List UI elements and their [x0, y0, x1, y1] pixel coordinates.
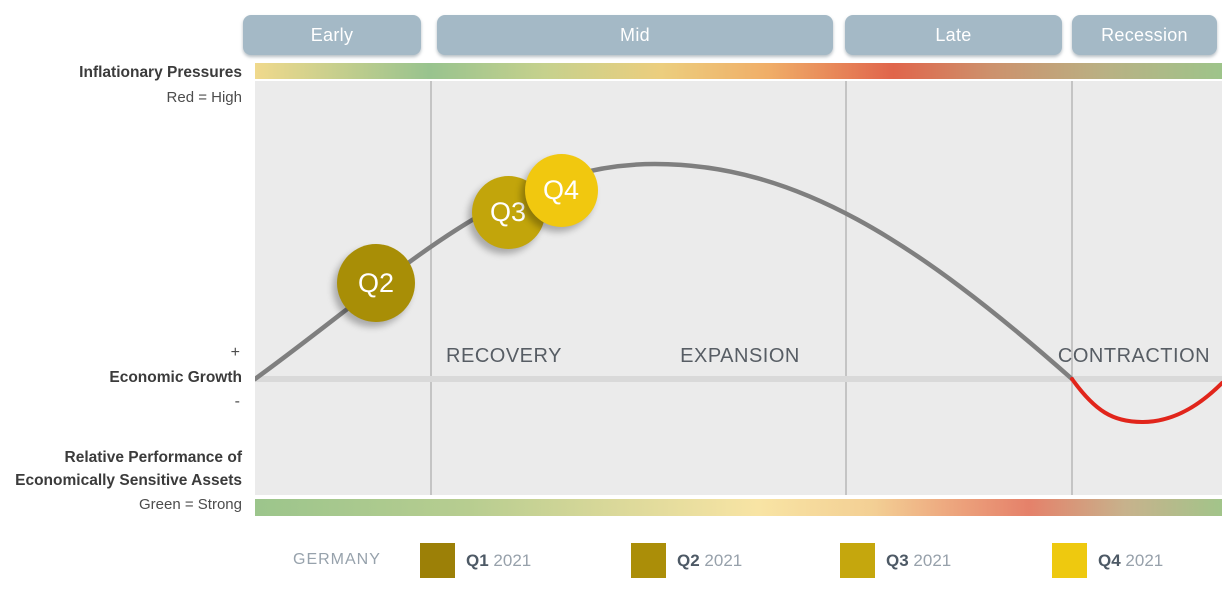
- performance-label-line2: Economically Sensitive Assets: [15, 472, 242, 489]
- legend-item-q1: Q1 2021: [420, 543, 531, 578]
- phase-button-late[interactable]: Late: [845, 15, 1062, 55]
- legend-swatch-q2: [631, 543, 666, 578]
- stage-label-contraction: CONTRACTION: [1057, 345, 1211, 367]
- performance-gradient-bar: [255, 499, 1222, 516]
- legend-year-q2: 2021: [704, 550, 743, 570]
- phase-divider-early-mid: [430, 81, 432, 495]
- legend-year-q4: 2021: [1125, 550, 1164, 570]
- phase-divider-mid-late: [845, 81, 847, 495]
- legend-item-q3: Q3 2021: [840, 543, 951, 578]
- phase-divider-late-recession: [1071, 81, 1073, 495]
- zero-growth-baseline: [255, 376, 1222, 382]
- legend-year-q1: 2021: [493, 550, 532, 570]
- inflation-label: Inflationary Pressures: [79, 64, 242, 81]
- legend-item-q4: Q4 2021: [1052, 543, 1163, 578]
- inflation-gradient-bar: [255, 63, 1222, 79]
- legend-quarter-q3: Q3: [886, 550, 909, 570]
- recession-dip-path: [1070, 377, 1222, 425]
- economic-growth-label: Economic Growth: [109, 369, 242, 386]
- legend-item-q2: Q2 2021: [631, 543, 742, 578]
- legend-year-q3: 2021: [913, 550, 952, 570]
- cycle-chart-area: RECOVERY EXPANSION CONTRACTION Q2 Q3 Q4: [255, 81, 1222, 495]
- legend-swatch-q3: [840, 543, 875, 578]
- legend-quarter-q2: Q2: [677, 550, 700, 570]
- legend-swatch-q4: [1052, 543, 1087, 578]
- inflation-sublabel: Red = High: [166, 89, 242, 106]
- growth-plus-sign: +: [230, 344, 240, 361]
- stage-label-recovery: RECOVERY: [446, 345, 562, 367]
- performance-sublabel: Green = Strong: [139, 496, 242, 513]
- stage-label-expansion: EXPANSION: [680, 345, 800, 367]
- data-bubble-q2[interactable]: Q2: [337, 244, 415, 322]
- legend-country-label: GERMANY: [293, 551, 381, 568]
- phase-button-mid[interactable]: Mid: [437, 15, 833, 55]
- legend-quarter-q1: Q1: [466, 550, 489, 570]
- phase-button-early[interactable]: Early: [243, 15, 421, 55]
- legend-swatch-q1: [420, 543, 455, 578]
- phase-button-recession[interactable]: Recession: [1072, 15, 1217, 55]
- growth-minus-sign: -: [234, 393, 240, 410]
- data-bubble-q4[interactable]: Q4: [524, 153, 598, 227]
- performance-label-line1: Relative Performance of: [64, 449, 242, 466]
- legend-quarter-q4: Q4: [1098, 550, 1121, 570]
